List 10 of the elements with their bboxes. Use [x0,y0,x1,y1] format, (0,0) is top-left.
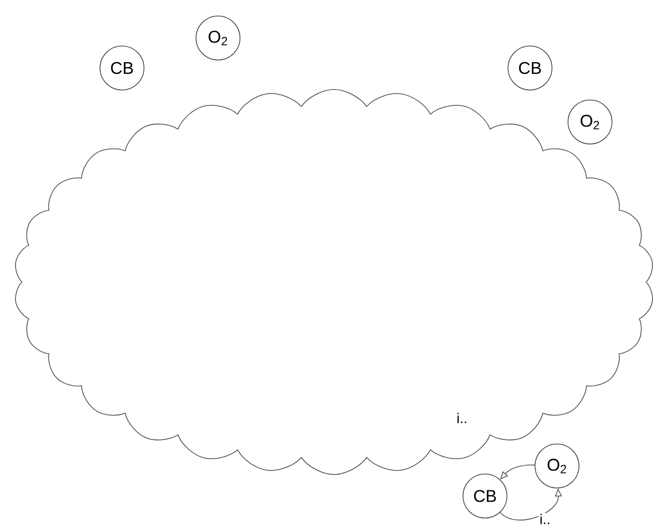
edge-label: i.. [456,412,468,424]
circle-node: CB [100,46,144,90]
circle-node: O$_{2}$ [196,16,240,60]
circle-node: CB [508,46,552,90]
circle-node: CB [462,474,508,518]
circle-node: O$_{2}$ [534,444,580,488]
arrow [500,464,536,480]
circle-node: O$_{2}$ [568,100,612,144]
cloud-shape [15,89,653,475]
edge-label: i.. [538,512,552,526]
